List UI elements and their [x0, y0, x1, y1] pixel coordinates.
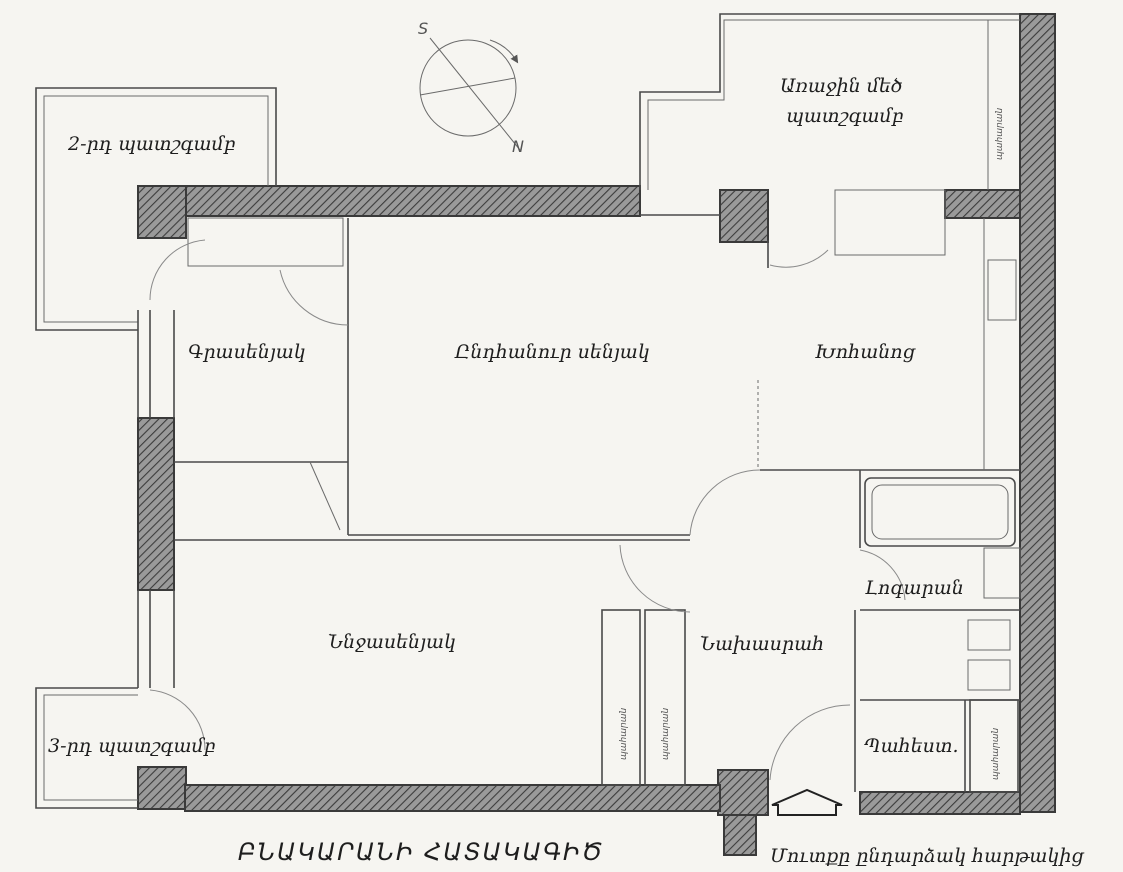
bathtub-inner	[871, 484, 1009, 540]
balcony-2-railing	[43, 95, 269, 323]
balcony-3-railing	[43, 694, 138, 801]
toilet	[967, 659, 1011, 691]
entrance-arrow-icon	[771, 788, 843, 816]
compass-south-label: S	[418, 19, 428, 38]
door-kitchen-balcony	[769, 249, 829, 268]
balcony-1-railing	[647, 19, 1020, 190]
label-living: Ընդհանուր սենյակ	[454, 341, 650, 363]
door-bath	[859, 549, 906, 601]
compass-needle	[429, 37, 521, 151]
wall-top-right	[944, 189, 1021, 219]
balcony-3-outline	[35, 687, 138, 809]
pillar-bottom-left	[137, 766, 187, 810]
label-balcony-3: 3-րդ պատշգամբ	[48, 735, 216, 757]
pillar-top-left	[137, 185, 187, 239]
label-study: Գրասենյակ	[188, 341, 306, 363]
compass-north-label: N	[512, 137, 524, 156]
door-balcony-3	[149, 689, 206, 751]
wall-bottom-right	[859, 791, 1021, 815]
balcony-2-outline	[35, 87, 277, 331]
compass-cross	[419, 77, 516, 96]
label-wardrobe-storage: պահարան	[991, 728, 1001, 780]
label-wardrobe-hall-1: պահարան	[619, 708, 629, 760]
sink	[967, 619, 1011, 651]
label-balcony-1: Առաջին մեծ	[780, 75, 903, 97]
pillar-entrance	[717, 769, 769, 816]
label-wardrobe-balcony: պահարան	[995, 108, 1005, 160]
label-hall: Նախասրահ	[700, 633, 824, 655]
label-kitchen: Խոհանոց	[815, 341, 917, 363]
living-window-frame	[187, 217, 344, 267]
door-entrance	[769, 704, 851, 781]
entrance-note: Մուտքը ընդարձակ հարթակից	[770, 845, 1085, 867]
pillar-top-center	[719, 189, 769, 243]
label-wardrobe-hall-2: պահարան	[661, 708, 671, 760]
compass: S N	[418, 19, 524, 156]
wall-bottom-left	[184, 784, 721, 812]
compass-arrow-icon	[489, 39, 519, 64]
compass-circle	[419, 39, 517, 137]
door-study	[279, 269, 349, 326]
door-bedroom	[619, 544, 691, 613]
wall-upper-middle	[184, 185, 641, 217]
balcony-1-outline	[639, 13, 1020, 190]
label-balcony-1-line2: պատշգամբ	[786, 105, 904, 127]
study-wardrobe-diagonal	[309, 461, 341, 531]
kitchen-door-frame	[834, 189, 946, 256]
left-window-bottom	[137, 590, 175, 688]
plan-title: ԲՆԱԿԱՐԱՆԻ ՀԱՏԱԿԱԳԻԾ	[238, 838, 604, 866]
bathtub	[864, 477, 1016, 547]
label-storage: Պահեստ.	[864, 735, 959, 757]
label-balcony-2: 2-րդ պատշգամբ	[67, 133, 236, 155]
left-window-top	[137, 310, 175, 418]
door-living	[689, 469, 761, 536]
hall-wardrobe-right	[644, 609, 686, 786]
label-bedroom: Ննջասենյակ	[328, 631, 456, 653]
wall-right	[1019, 13, 1056, 813]
wall-entrance-stub	[723, 814, 757, 856]
stove	[987, 259, 1017, 321]
bath-shelf	[983, 547, 1021, 599]
hall-wardrobe-left	[601, 609, 641, 786]
label-bath: Լոգարան	[865, 577, 964, 599]
door-study-balcony	[149, 239, 206, 301]
storage-wardrobe	[969, 699, 1019, 793]
wall-left	[137, 417, 175, 591]
